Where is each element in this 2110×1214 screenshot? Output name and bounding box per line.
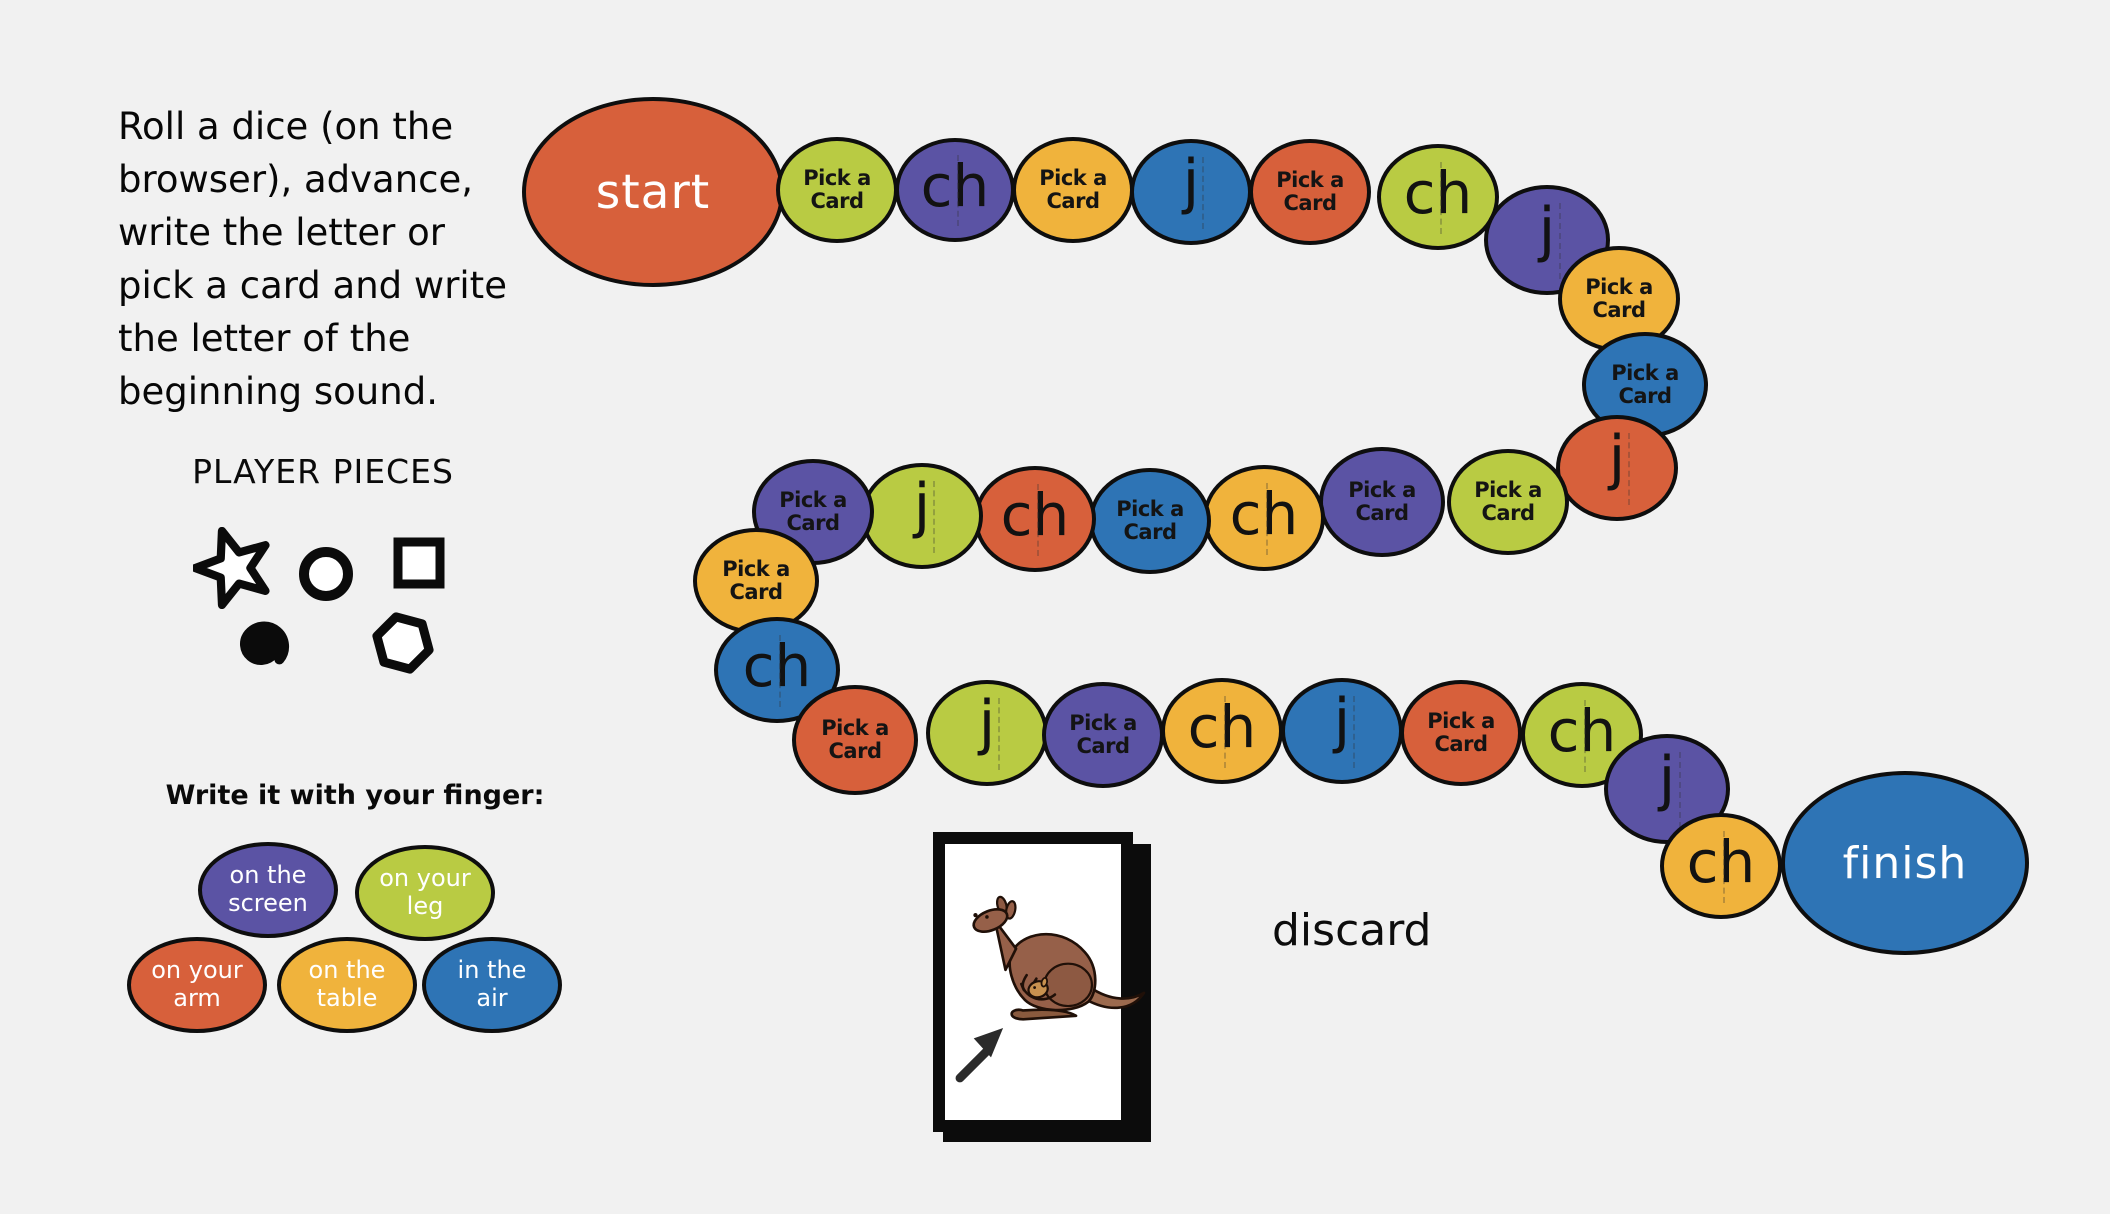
board-space-label: Pick a Card	[1348, 477, 1416, 525]
player-piece-spiral[interactable]	[218, 601, 304, 691]
board-space-label: Pick a Card	[1585, 274, 1653, 322]
board-space-label: ch	[742, 632, 812, 700]
board-space-label: Pick a Card	[803, 165, 871, 213]
player-piece-square[interactable]	[391, 535, 447, 595]
board-space-label: j	[978, 688, 996, 758]
card-deck[interactable]	[933, 832, 1153, 1142]
board-space-label: Pick a Card	[1039, 165, 1107, 213]
board-space-25-j: j	[1281, 678, 1403, 784]
board-space-21-pick-a-card: Pick a Card	[792, 685, 918, 795]
board-space-label: Pick a Card	[722, 556, 790, 604]
board-space-label: ch	[1547, 697, 1617, 765]
finger-oval-on-your-arm: on your arm	[127, 937, 267, 1033]
board-space-label: j	[1658, 744, 1676, 814]
board-space-19-pick-a-card: Pick a Card	[693, 528, 819, 634]
board-space-29-ch: ch	[1660, 813, 1782, 919]
board-space-22-j: j	[926, 680, 1048, 786]
board-space-label: ch	[920, 152, 990, 220]
kangaroo-image	[972, 895, 1146, 1021]
board-space-label: ch	[1686, 828, 1756, 896]
board-space-label: Pick a Card	[1116, 496, 1184, 544]
board-space-label: ch	[1187, 693, 1257, 761]
board-space-7-ch: ch	[1377, 144, 1499, 250]
board-space-30-finish: finish	[1781, 771, 2029, 955]
board-space-label: j	[1182, 147, 1200, 217]
board-space-label: j	[1333, 686, 1351, 756]
board-space-11-j: j	[1556, 415, 1678, 521]
board-space-label: Pick a Card	[821, 715, 889, 763]
board-space-26-pick-a-card: Pick a Card	[1400, 680, 1522, 786]
board-space-6-pick-a-card: Pick a Card	[1249, 139, 1371, 245]
finger-oval-on-your-leg: on your leg	[355, 845, 495, 941]
board-space-label: ch	[1229, 480, 1299, 548]
spiral-icon	[240, 621, 290, 665]
finger-oval-on-the-screen: on the screen	[198, 842, 338, 938]
board-space-label: j	[913, 471, 931, 541]
circle-icon	[299, 547, 353, 601]
instructions-text: Roll a dice (on the browser), advance, w…	[118, 105, 507, 413]
board-space-15-pick-a-card: Pick a Card	[1089, 468, 1211, 574]
board-space-4-pick-a-card: Pick a Card	[1012, 137, 1134, 243]
board-space-label: Pick a Card	[779, 487, 847, 535]
player-piece-star[interactable]	[191, 526, 275, 613]
player-pieces-title: PLAYER PIECES	[192, 452, 454, 491]
player-piece-circle[interactable]	[297, 545, 355, 607]
top-card[interactable]	[933, 832, 1146, 1132]
board-space-label: j	[1608, 423, 1626, 493]
board-space-24-ch: ch	[1161, 678, 1283, 784]
square-icon	[393, 537, 445, 589]
board-space-16-ch: ch	[974, 466, 1096, 572]
board-space-1-start: start	[522, 97, 784, 287]
board-space-label: Pick a Card	[1474, 477, 1542, 525]
discard-label: discard	[1272, 905, 1432, 956]
player-piece-hexagon[interactable]	[370, 610, 436, 680]
board-space-12-pick-a-card: Pick a Card	[1447, 449, 1569, 555]
board-space-label: Pick a Card	[1276, 167, 1344, 215]
board-space-13-pick-a-card: Pick a Card	[1319, 447, 1445, 557]
board-space-label: Pick a Card	[1611, 360, 1679, 408]
board-space-14-ch: ch	[1203, 465, 1325, 571]
pointer-arrow-icon	[955, 1028, 1004, 1083]
board-space-5-j: j	[1130, 139, 1252, 245]
board-space-label: ch	[1403, 159, 1473, 227]
board-space-label: Pick a Card	[1427, 708, 1495, 756]
finger-instruction-title: Write it with your finger:	[165, 780, 545, 811]
board-space-label: ch	[1000, 481, 1070, 549]
board-space-3-ch: ch	[895, 138, 1015, 242]
finger-oval-on-the-table: on the table	[277, 937, 417, 1033]
board-space-label: start	[595, 164, 711, 220]
star-icon	[191, 526, 270, 610]
finger-oval-in-the-air: in the air	[422, 937, 562, 1033]
board-space-label: Pick a Card	[1069, 710, 1137, 758]
board-space-23-pick-a-card: Pick a Card	[1042, 682, 1164, 788]
board-space-label: j	[1538, 195, 1556, 265]
hexagon-icon	[372, 612, 434, 674]
board-space-17-j: j	[861, 463, 983, 569]
board-space-2-pick-a-card: Pick a Card	[776, 137, 898, 243]
board-space-label: finish	[1842, 837, 1968, 889]
